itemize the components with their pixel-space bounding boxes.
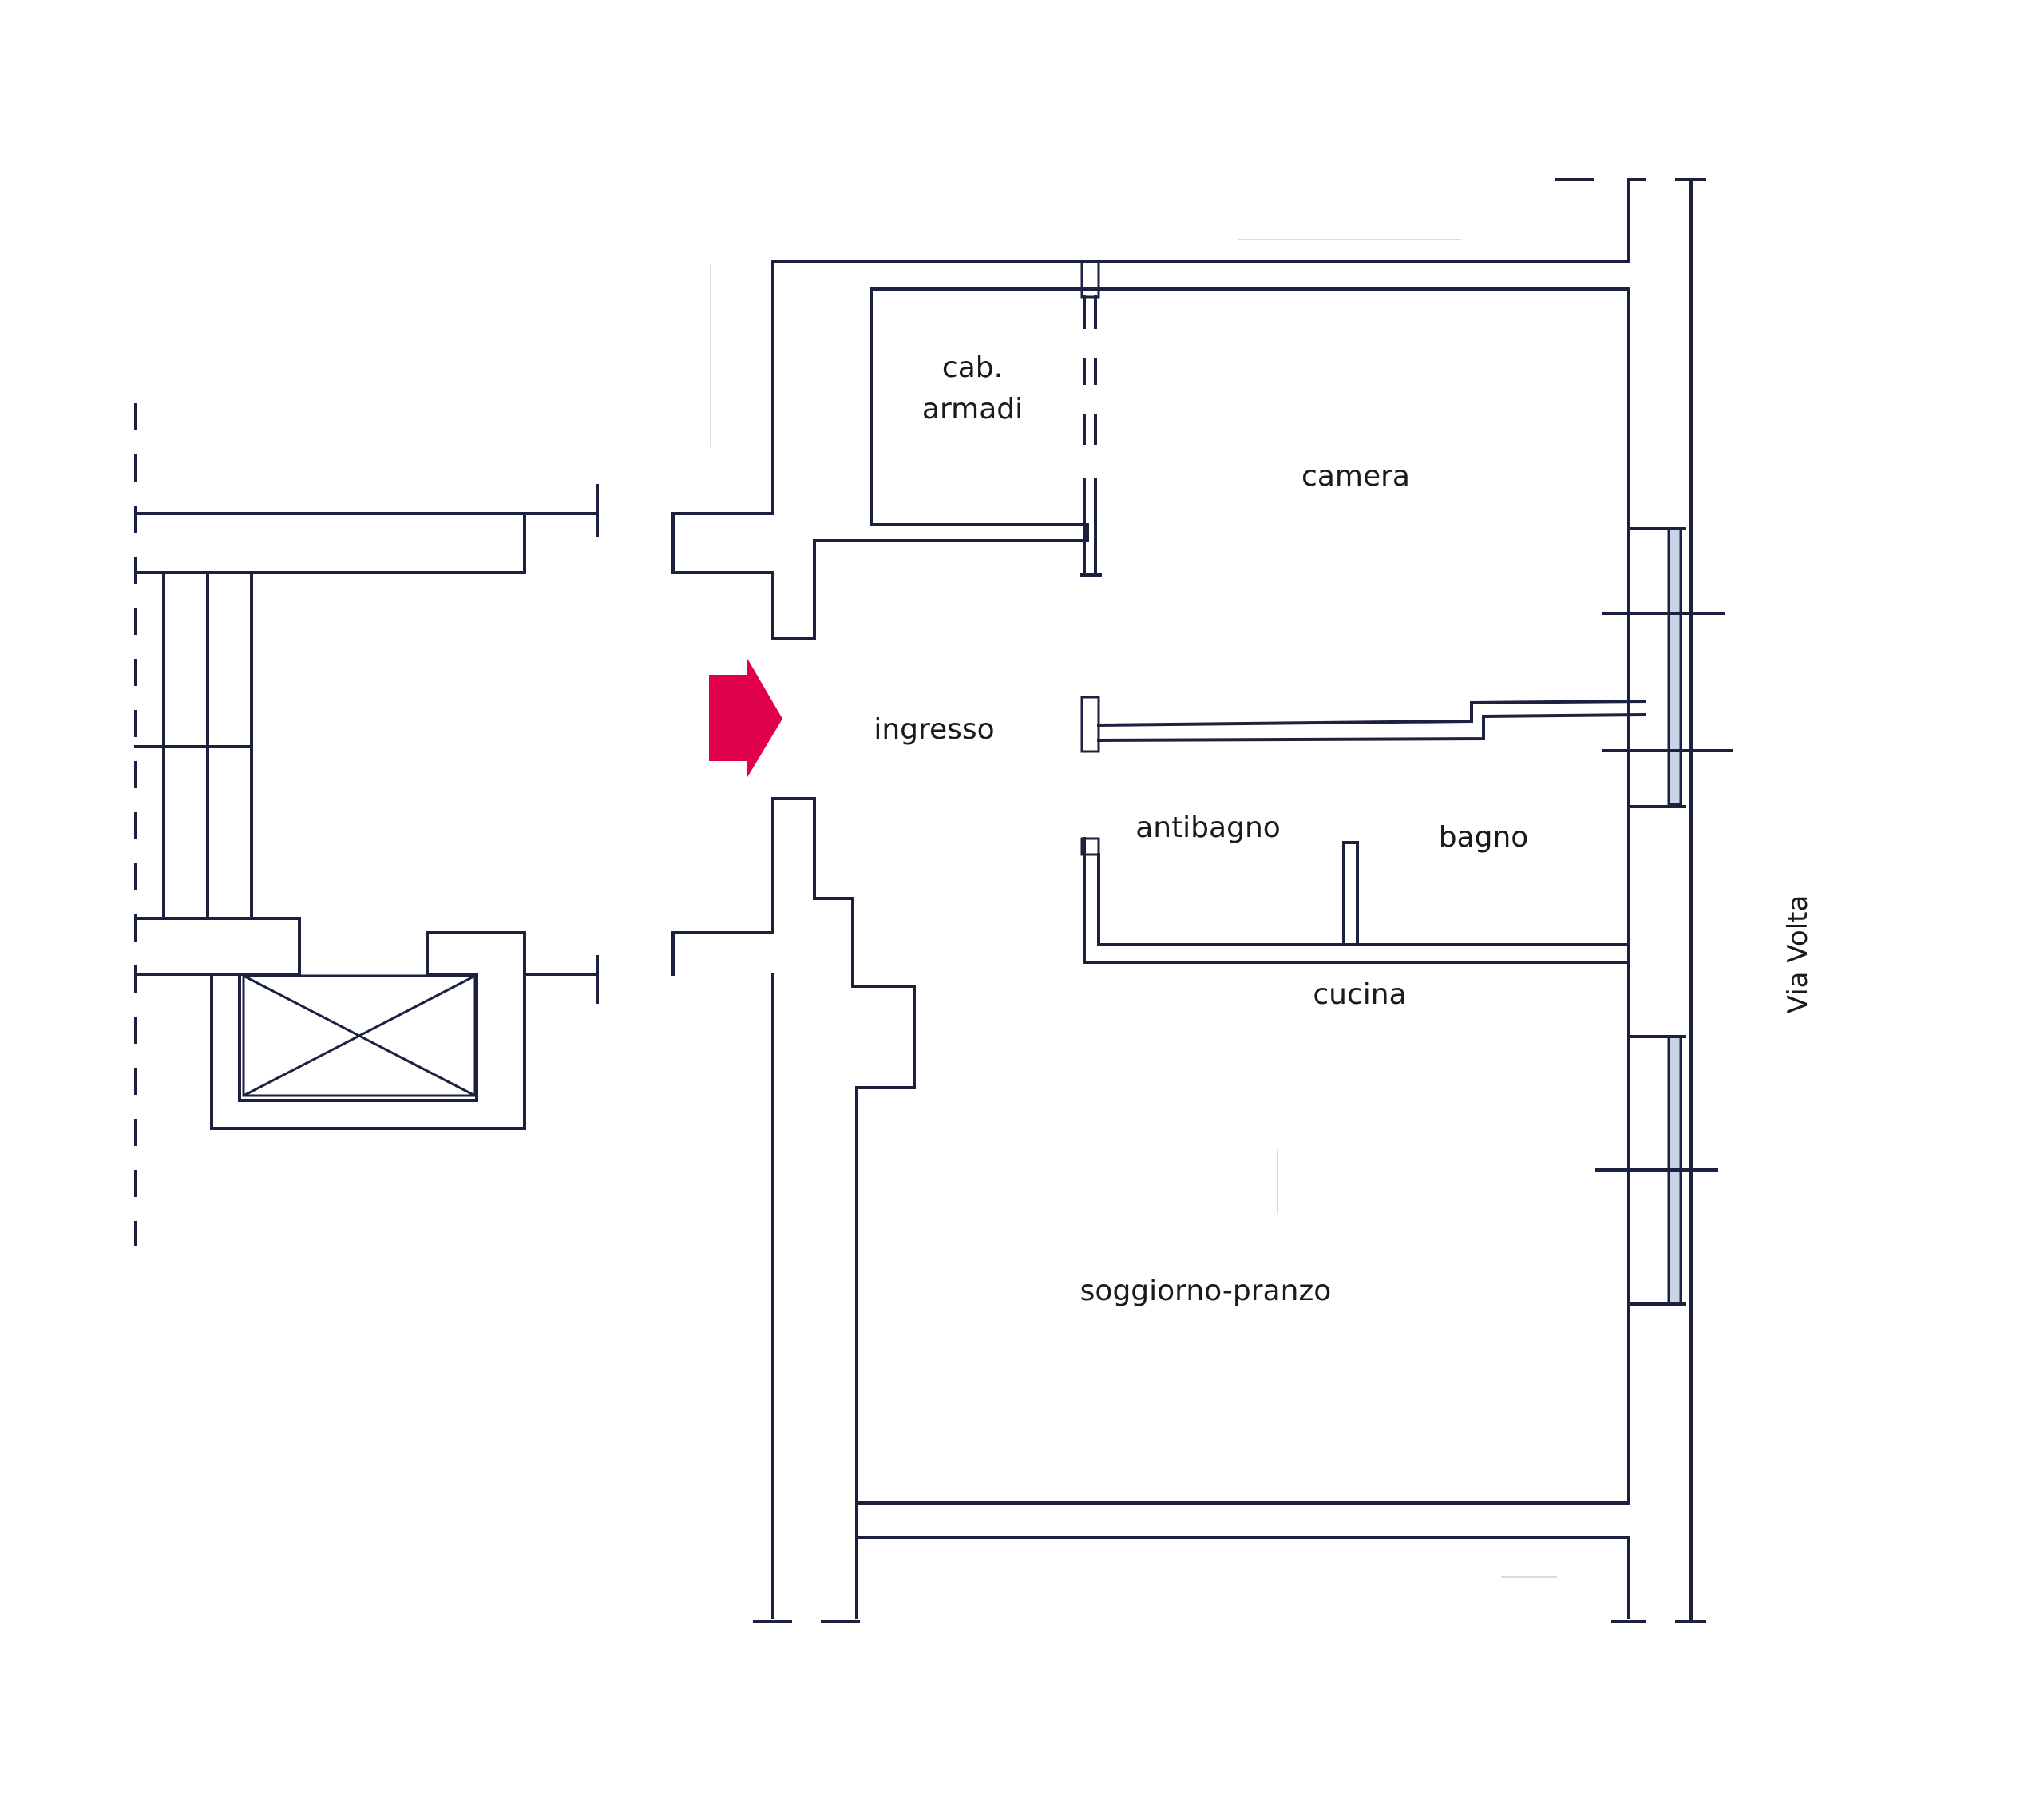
partition-bedroom-bath: [1080, 696, 1647, 753]
street-edge: [1675, 178, 1706, 1623]
entry-arrow-icon: [709, 657, 782, 779]
label-street: Via Volta: [1782, 895, 1814, 1014]
label-entrance: ingresso: [873, 713, 994, 746]
window-lower: [1595, 1035, 1718, 1306]
elevator-shaft: [242, 974, 477, 1097]
label-closet-line2: armadi: [922, 393, 1023, 426]
label-ante-bathroom: antibagno: [1135, 811, 1281, 844]
label-living-dining: soggiorno-pranzo: [1080, 1275, 1332, 1307]
bath-walls: [1080, 837, 1630, 964]
label-bathroom: bagno: [1439, 821, 1529, 854]
corridor-walls: [134, 178, 1630, 1619]
apartment-walls: [753, 178, 1646, 1623]
label-kitchen: cucina: [1313, 978, 1406, 1011]
scan-artifacts: [710, 239, 1557, 1578]
label-bedroom: camera: [1301, 460, 1410, 493]
label-closet-line1: cab.: [942, 351, 1003, 384]
window-upper: [1602, 527, 1733, 808]
closet-walls: [870, 260, 1102, 577]
